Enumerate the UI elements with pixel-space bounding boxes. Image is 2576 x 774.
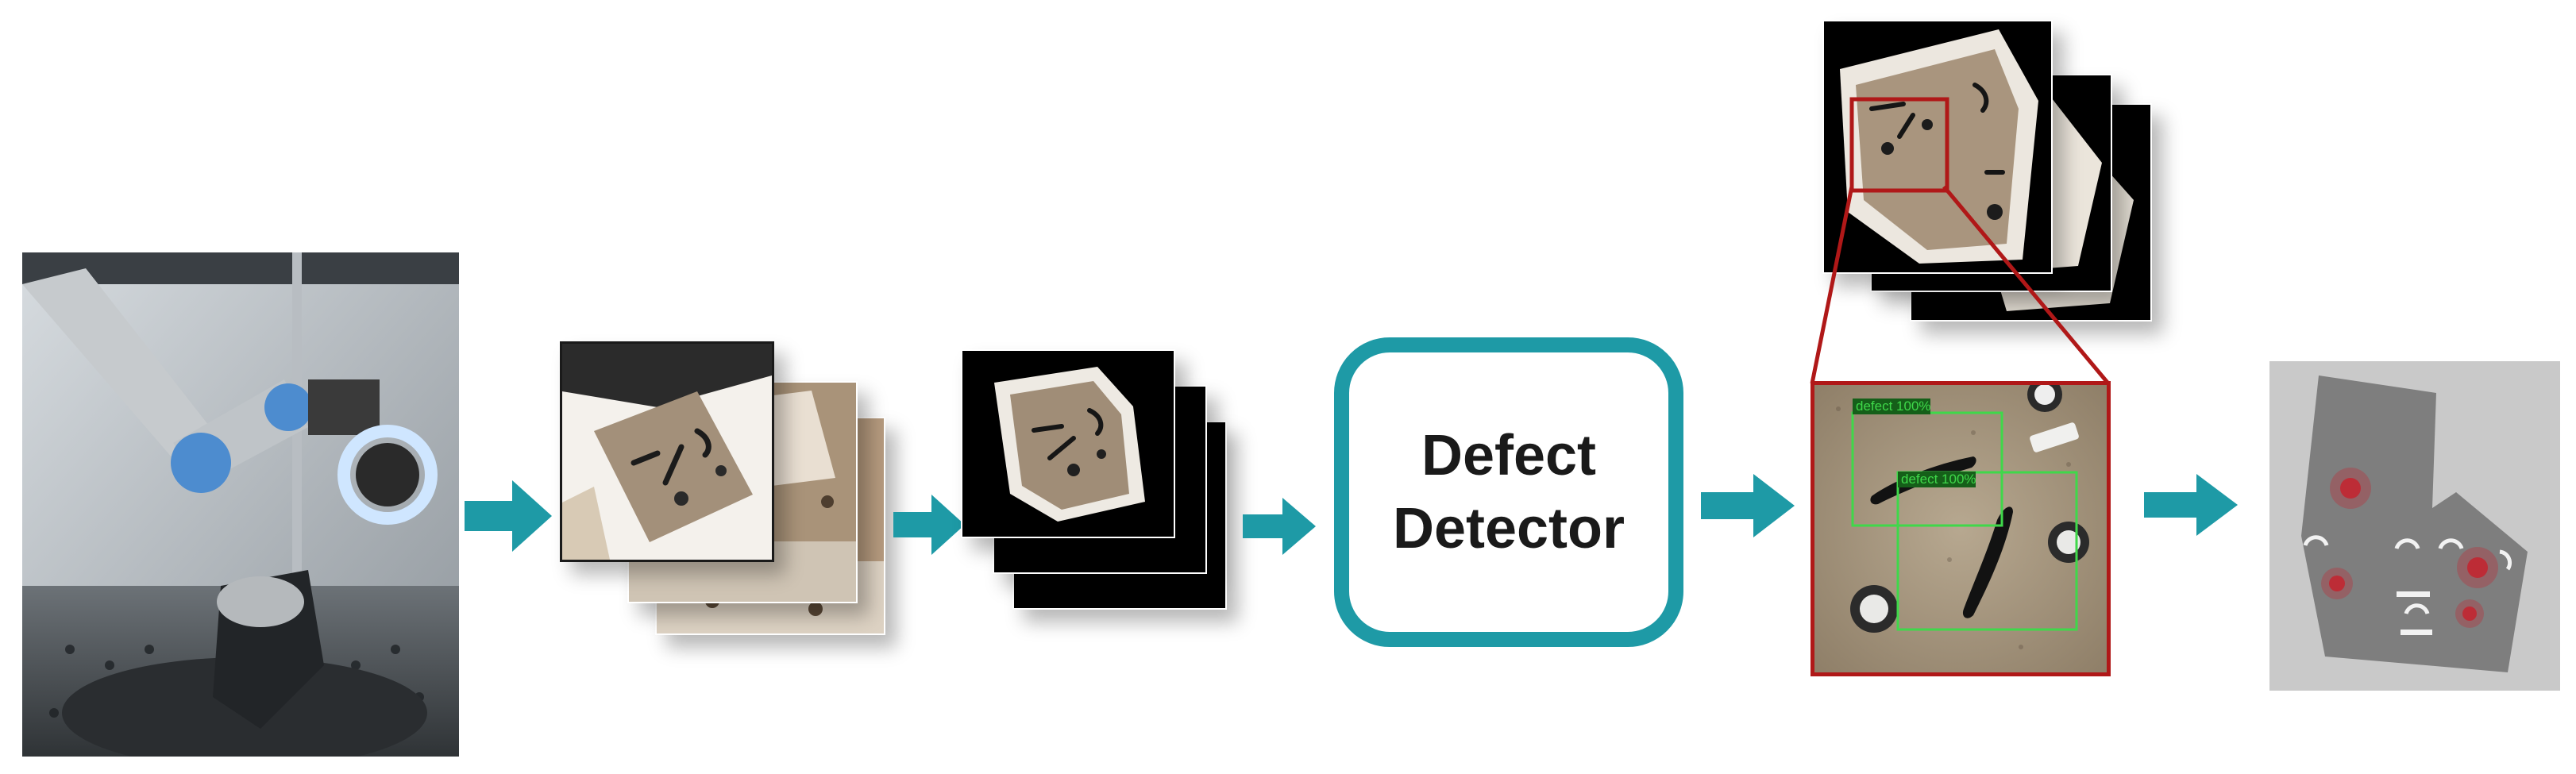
defect-detector-box: Defect Detector (1334, 337, 1683, 647)
robot-cell-photo (22, 252, 459, 757)
right-arrow-icon (893, 495, 965, 555)
defect-detector-label-line1: Defect (1421, 424, 1597, 487)
right-arrow-icon (1243, 498, 1316, 555)
right-arrow-icon (465, 480, 552, 552)
detection-label-2: defect 100% (1901, 472, 1976, 487)
rectified-image-front (961, 349, 1175, 538)
robot-arm-illustration (22, 252, 459, 757)
rectified-image-stack (961, 349, 1239, 623)
zoom-region-frame (1849, 97, 1949, 193)
defect-heatmap-output (2269, 361, 2560, 691)
right-arrow-icon (1701, 474, 1795, 537)
zoomed-detection-panel: defect 100% defect 100% (1811, 381, 2111, 676)
detection-image-front (1822, 20, 2053, 274)
defect-hotspot-cluster (2321, 468, 2498, 628)
zoom-connector-lines (1810, 185, 2110, 385)
raw-image-front (560, 341, 774, 562)
right-arrow-icon (2144, 474, 2238, 536)
detection-label-1: defect 100% (1856, 399, 1931, 414)
detection-output-stack (1822, 20, 2172, 329)
defect-detector-label-line2: Detector (1392, 497, 1625, 560)
detection-box-2 (1896, 471, 2078, 631)
raw-image-stack (560, 341, 893, 643)
